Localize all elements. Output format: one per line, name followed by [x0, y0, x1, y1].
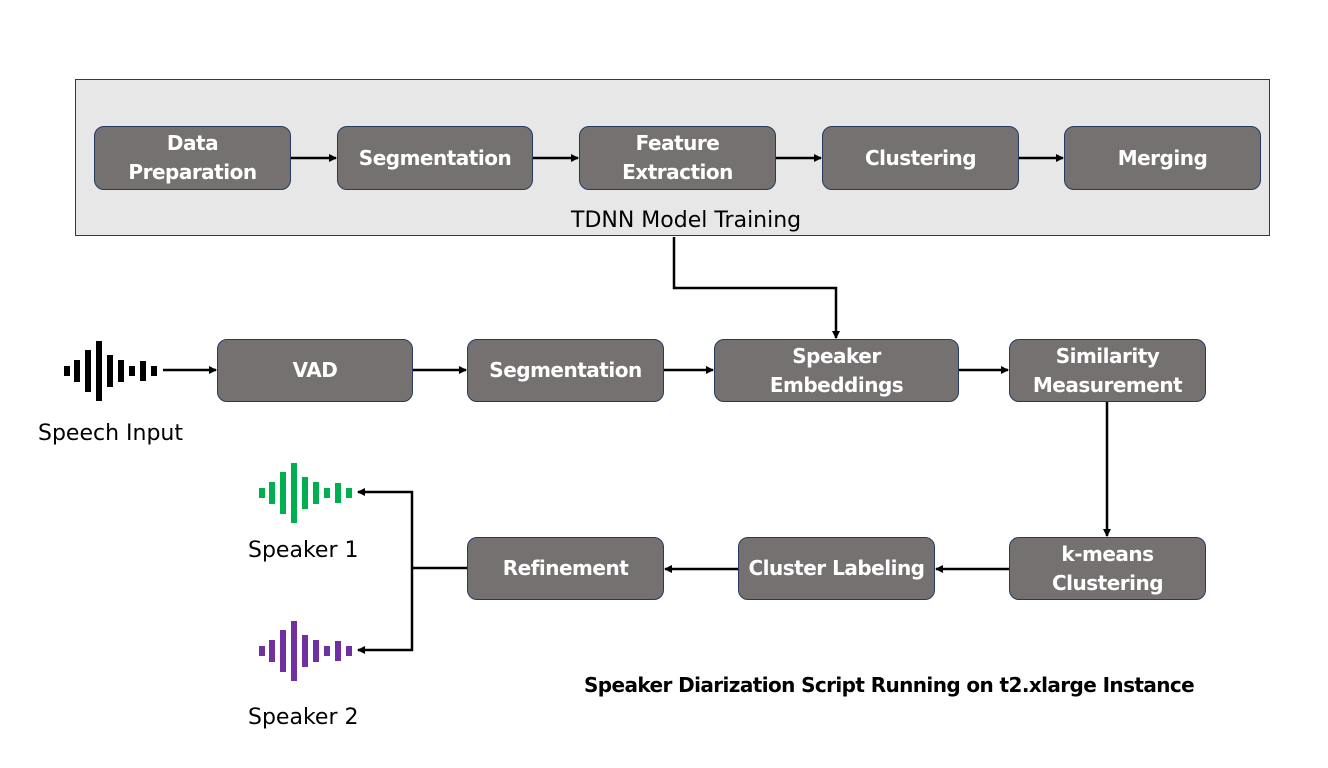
arrow-to-speaker-1: [357, 488, 414, 568]
waveform-bar: [269, 640, 275, 662]
waveform-bar: [335, 641, 341, 661]
waveform-bar: [140, 361, 146, 381]
waveform-bar: [96, 341, 102, 401]
waveform-bar: [85, 350, 91, 392]
speaker-1-label: Speaker 1: [248, 538, 359, 563]
diagram-caption: Speaker Diarization Script Running on t2…: [584, 673, 1195, 697]
waveform-bar: [259, 646, 265, 656]
waveform-bar: [118, 360, 124, 382]
step-vad: VAD: [217, 339, 413, 402]
waveform-bar: [64, 366, 70, 376]
arrow-training-to-embeddings: [672, 237, 840, 339]
waveform-bar: [346, 488, 352, 498]
speaker-2-label: Speaker 2: [248, 705, 359, 730]
audio-waveform-icon: [64, 341, 157, 401]
waveform-bar: [259, 488, 265, 498]
audio-waveform-icon: [259, 621, 352, 681]
step-clustering-training: Clustering: [822, 126, 1019, 190]
waveform-bar: [291, 463, 297, 523]
waveform-bar: [129, 366, 135, 376]
waveform-bar: [313, 640, 319, 662]
arrow-to-speaker-2: [357, 568, 414, 654]
waveform-bar: [346, 646, 352, 656]
waveform-bar: [291, 621, 297, 681]
waveform-bar: [151, 366, 157, 376]
waveform-bar: [335, 483, 341, 503]
audio-waveform-icon: [259, 463, 352, 523]
waveform-bar: [269, 482, 275, 504]
step-segmentation: Segmentation: [467, 339, 664, 402]
training-panel-title: TDNN Model Training: [571, 208, 802, 233]
waveform-bar: [313, 482, 319, 504]
step-segmentation-training: Segmentation: [337, 126, 533, 190]
waveform-bar: [324, 488, 330, 498]
waveform-bar: [302, 477, 308, 509]
speech-input-label: Speech Input: [38, 421, 183, 446]
waveform-bar: [74, 360, 80, 382]
waveform-bar: [107, 355, 113, 387]
step-merging: Merging: [1064, 126, 1261, 190]
waveform-bar: [280, 630, 286, 672]
waveform-bar: [324, 646, 330, 656]
step-refinement: Refinement: [467, 537, 664, 600]
waveform-bar: [280, 472, 286, 514]
step-cluster-labeling: Cluster Labeling: [738, 537, 935, 600]
waveform-bar: [302, 635, 308, 667]
